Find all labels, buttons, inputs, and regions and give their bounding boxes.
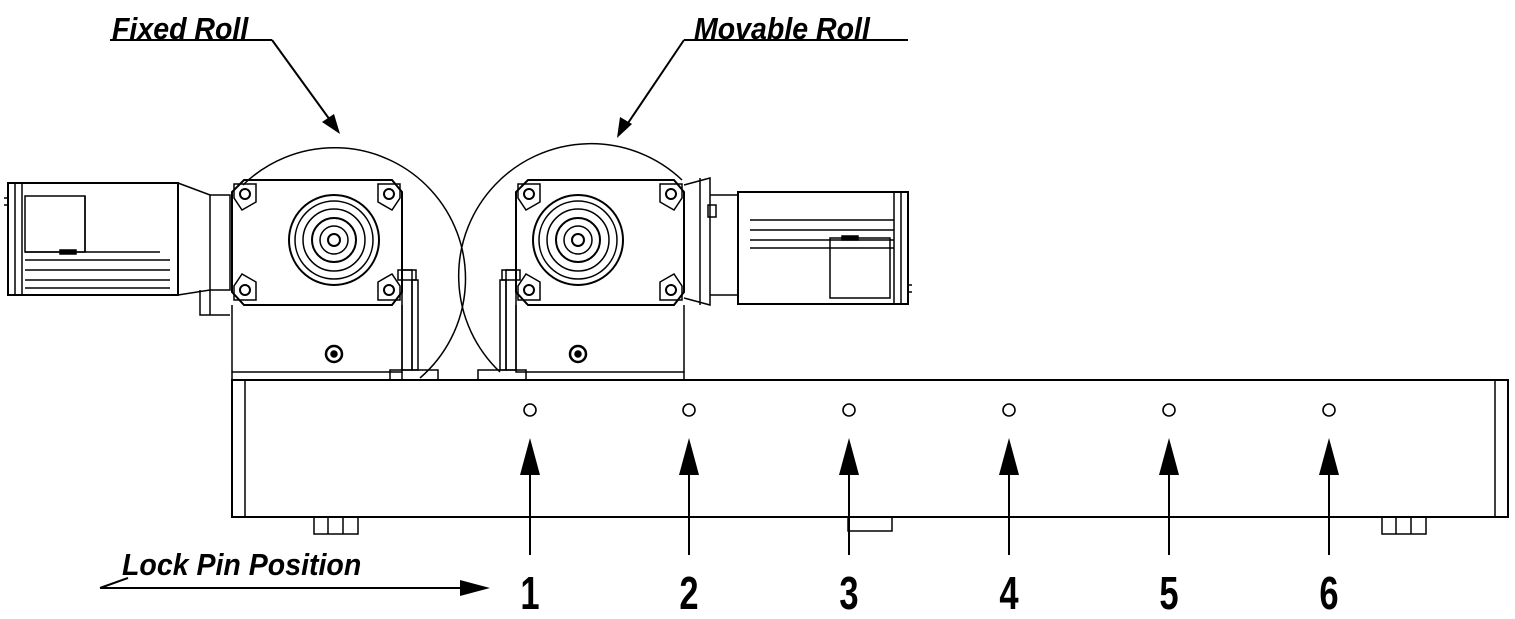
fixed-roll-motor: [4, 182, 231, 316]
base-frame: [231, 379, 1509, 535]
movable-roll-stand: [477, 269, 685, 381]
fixed-roll-label: Fixed Roll: [112, 11, 249, 46]
lock-pin-position-label: Lock Pin Position: [122, 547, 362, 582]
fixed-roll-stand: [231, 269, 439, 381]
fixed-roll-gearbox: [231, 179, 403, 306]
position-arrows: [520, 438, 1339, 555]
position-number-2: 2: [679, 567, 699, 619]
movable-roll-wheel: [458, 143, 683, 373]
movable-roll-gearbox: [515, 179, 685, 306]
leader-arrowheads: [322, 114, 632, 596]
position-number-6: 6: [1319, 567, 1339, 619]
lock-pin-holes: [523, 403, 1336, 417]
movable-roll-label: Movable Roll: [694, 11, 870, 46]
fixed-roll-wheel: [242, 147, 467, 379]
leader-lines: [99, 39, 908, 589]
position-number-5: 5: [1159, 567, 1179, 619]
position-number-4: 4: [999, 567, 1019, 619]
position-number-1: 1: [520, 567, 540, 619]
movable-roll-motor: [683, 177, 912, 306]
position-number-3: 3: [839, 567, 859, 619]
